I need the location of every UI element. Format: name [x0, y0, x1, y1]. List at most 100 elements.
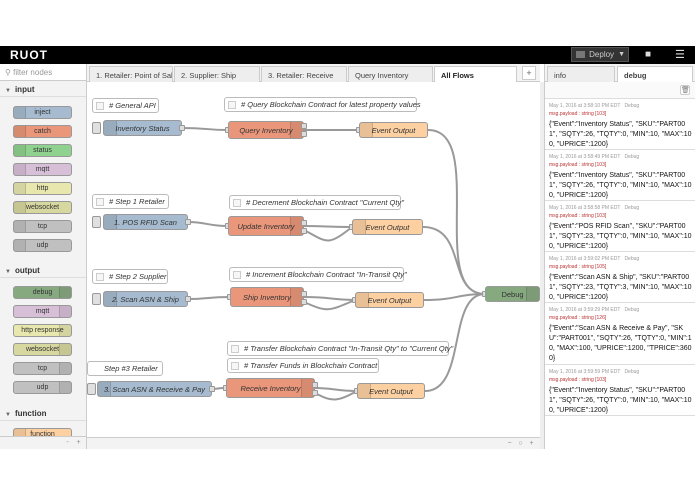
output-port[interactable] — [301, 299, 307, 305]
output-port[interactable] — [179, 125, 185, 131]
wire — [314, 390, 358, 401]
comment-transfer-qty[interactable]: # Transfer Blockchain Contract "In-Trans… — [227, 341, 453, 356]
palette-node-status[interactable]: status — [13, 144, 72, 157]
wire — [303, 296, 356, 301]
output-port[interactable] — [185, 219, 191, 225]
comment-step2[interactable]: # Step 2 Supplier — [92, 269, 168, 284]
add-tab-button[interactable]: + — [522, 66, 536, 80]
wire — [303, 226, 353, 242]
palette-node-udp[interactable]: udp — [13, 239, 72, 252]
wire — [424, 293, 486, 392]
chevron-down-icon: ▼ — [5, 412, 11, 418]
palette-node-tcp[interactable]: tcp — [13, 220, 72, 233]
output-port[interactable] — [301, 291, 307, 297]
output-port[interactable] — [301, 123, 307, 129]
function-icon — [290, 217, 303, 235]
arrow-icon — [104, 292, 117, 306]
node-receive-inventory[interactable]: Receive Inventory — [226, 378, 315, 398]
collapse-all-button[interactable]: - — [66, 439, 69, 446]
output-port[interactable] — [312, 382, 318, 388]
zoom-out-button[interactable]: − — [507, 440, 512, 447]
comment-increment[interactable]: # Increment Blockchain Contract "In-Tran… — [229, 267, 407, 282]
zoom-in-button[interactable]: + — [529, 440, 534, 447]
output-port[interactable] — [312, 390, 318, 396]
comment-transfer-funds[interactable]: # Transfer Funds in Blockchain Contract — [227, 358, 379, 373]
node-scan-asn-ship[interactable]: 2. Scan ASN & Ship — [103, 291, 188, 307]
node-event-output-2[interactable]: Event Output — [352, 219, 423, 235]
output-port[interactable] — [301, 228, 307, 234]
inject-trigger-button[interactable] — [92, 293, 101, 305]
inject-trigger-button[interactable] — [87, 383, 96, 395]
canvas-scrollbar[interactable] — [540, 82, 544, 449]
comment-query-blockchain[interactable]: # Query Blockchain Contract for latest p… — [224, 97, 421, 112]
tab-info[interactable]: info — [547, 66, 615, 82]
palette-node-mqtt-out[interactable]: mqtt — [13, 305, 72, 318]
comment-decrement[interactable]: # Decrement Blockchain Contract "Current… — [229, 195, 404, 210]
palette-category-function[interactable]: ▼function — [0, 405, 86, 421]
tab-all-flows[interactable]: All Flows — [434, 66, 517, 83]
tab-retailer-receive[interactable]: 3. Retailer: Receive — [261, 66, 347, 82]
flow-canvas[interactable]: # General API # Query Blockchain Contrac… — [87, 82, 540, 437]
tab-retailer-pos[interactable]: 1. Retailer: Point of Sale — [89, 66, 173, 82]
header-bar: RUOT Deploy ▼ ■ ☰ — [0, 46, 695, 64]
alert-icon — [14, 145, 26, 156]
node-scan-asn-receive-pay[interactable]: 3. Scan ASN & Receive & Pay — [97, 381, 212, 397]
node-event-output-4[interactable]: Event Output — [357, 383, 425, 399]
user-icon[interactable]: ■ — [645, 49, 652, 60]
node-update-inventory[interactable]: Update Inventory — [228, 216, 304, 236]
palette-filter-input[interactable]: ⚲ filter nodes — [0, 64, 86, 81]
output-port[interactable] — [209, 386, 215, 392]
tab-debug[interactable]: debug — [617, 66, 693, 83]
bridge-icon — [59, 382, 71, 393]
chevron-down-icon[interactable]: ▼ — [618, 51, 625, 58]
tab-query-inventory[interactable]: Query Inventory — [348, 66, 433, 82]
palette-node-udp-out[interactable]: udp — [13, 381, 72, 394]
deploy-button[interactable]: Deploy ▼ — [571, 47, 629, 62]
node-debug[interactable]: Debug — [485, 286, 540, 302]
node-ship-inventory[interactable]: Ship Inventory — [230, 287, 304, 307]
palette-node-catch[interactable]: catch — [13, 125, 72, 138]
output-port[interactable] — [185, 296, 191, 302]
output-port[interactable] — [301, 220, 307, 226]
palette-node-debug[interactable]: debug — [13, 286, 72, 299]
inject-trigger-button[interactable] — [92, 122, 101, 134]
palette-node-http[interactable]: http — [13, 182, 72, 195]
chevron-down-icon: ▼ — [5, 269, 11, 275]
expand-all-button[interactable]: + — [76, 439, 81, 446]
comment-step3[interactable]: Step #3 Retailer — [87, 361, 163, 376]
palette-category-output[interactable]: ▼output — [0, 262, 86, 278]
node-inventory-status[interactable]: Inventory Status — [103, 120, 182, 136]
tab-supplier-ship[interactable]: 2. Supplier: Ship — [174, 66, 260, 82]
wire — [303, 225, 353, 228]
palette-node-websocket[interactable]: websocket — [13, 201, 72, 214]
node-query-inventory[interactable]: Query Inventory — [228, 121, 304, 139]
palette-node-websocket-out[interactable]: websocket — [13, 343, 72, 356]
palette-category-input[interactable]: ▼input — [0, 81, 86, 97]
node-event-output-3[interactable]: Event Output — [355, 292, 424, 308]
output-port[interactable] — [301, 131, 307, 137]
function-icon — [356, 293, 369, 307]
wire — [187, 296, 231, 300]
comment-general-api[interactable]: # General API — [92, 98, 159, 113]
menu-icon[interactable]: ☰ — [675, 49, 685, 61]
arrow-icon — [104, 215, 117, 229]
canvas-footer: − ○ + — [87, 437, 540, 449]
comment-step1[interactable]: # Step 1 Retailer — [92, 194, 169, 209]
palette-node-inject[interactable]: inject — [13, 106, 72, 119]
zoom-reset-button[interactable]: ○ — [518, 440, 523, 447]
inject-trigger-button[interactable] — [92, 216, 101, 228]
palette-node-mqtt[interactable]: mqtt — [13, 163, 72, 176]
palette-node-http-response[interactable]: http response — [13, 324, 72, 337]
palette-node-tcp-out[interactable]: tcp — [13, 362, 72, 375]
node-palette: ⚲ filter nodes ▼input inject catch statu… — [0, 64, 87, 449]
node-pos-rfid-scan[interactable]: 1. POS RFID Scan — [103, 214, 188, 230]
deploy-icon — [576, 51, 586, 58]
trash-icon[interactable]: 🗑 — [680, 85, 690, 95]
node-event-output-1[interactable]: Event Output — [359, 122, 428, 138]
